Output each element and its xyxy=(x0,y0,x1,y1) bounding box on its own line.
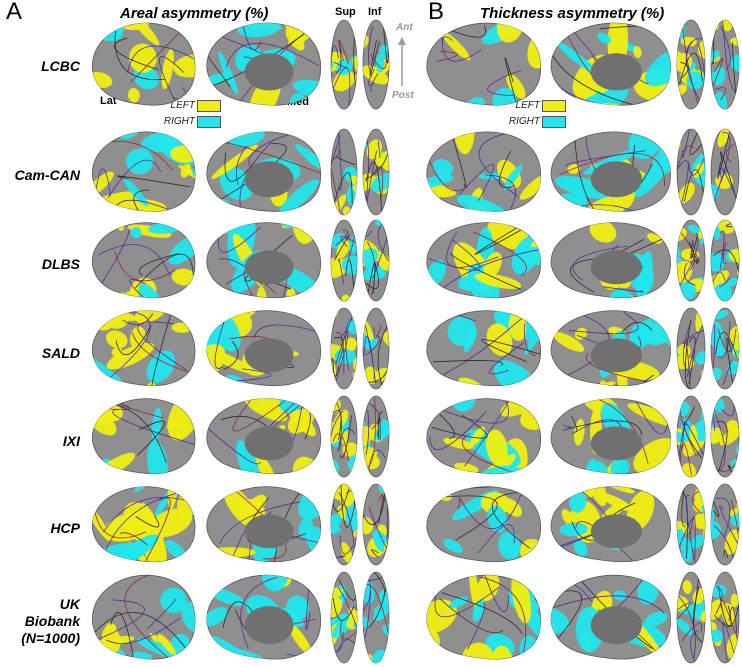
posterior-label: Post xyxy=(392,90,414,101)
brain-med-view-cam-can-thickness xyxy=(550,131,671,212)
brain-med-view-dlbs-areal xyxy=(206,222,322,299)
brain-dor-view-cam-can-thickness xyxy=(710,128,740,216)
brain-dor-view-ixi-thickness xyxy=(710,395,740,478)
brain-dor-view-sald-thickness xyxy=(676,307,706,390)
superior-view-label: Sup xyxy=(335,6,356,18)
brain-dor-view-lcbc-thickness xyxy=(710,19,740,110)
legend-b-left-swatch xyxy=(542,100,566,112)
brain-med-view-hcp-thickness xyxy=(550,486,671,563)
brain-lat-view-uk-biobank-n-1000--thickness xyxy=(426,574,542,660)
brain-lat-view-sald-areal xyxy=(91,310,196,387)
row-label-lcbc: LCBC xyxy=(41,58,80,74)
brain-lat-view-hcp-areal xyxy=(91,486,196,563)
brain-dor-view-ixi-thickness xyxy=(676,395,706,478)
brain-dor-view-hcp-thickness xyxy=(710,483,740,566)
legend-a-right-label: RIGHT xyxy=(163,116,195,127)
brain-dor-view-lcbc-areal xyxy=(362,19,390,110)
brain-lat-view-lcbc-thickness xyxy=(426,22,542,106)
brain-med-view-sald-thickness xyxy=(550,310,671,387)
brain-lat-view-dlbs-areal xyxy=(91,222,196,299)
brain-lat-view-lcbc-areal xyxy=(91,22,196,106)
brain-dor-view-dlbs-thickness xyxy=(710,219,740,302)
brain-med-view-dlbs-thickness xyxy=(550,222,671,299)
brain-med-view-ixi-thickness xyxy=(550,398,671,475)
brain-dor-view-cam-can-thickness xyxy=(676,128,706,216)
brain-med-view-cam-can-areal xyxy=(206,131,322,212)
inferior-view-label: Inf xyxy=(368,6,382,18)
row-label-ixi: IXI xyxy=(62,433,80,449)
brain-med-view-uk-biobank-n-1000--thickness xyxy=(550,574,671,660)
legend-a-left-swatch xyxy=(197,100,221,112)
legend-b-right-label: RIGHT xyxy=(508,116,540,127)
brain-lat-view-hcp-thickness xyxy=(426,486,542,563)
brain-dor-view-uk-biobank-n-1000--thickness xyxy=(676,571,706,664)
panel-b-title: Thickness asymmetry (%) xyxy=(480,5,665,22)
brain-dor-view-sald-areal xyxy=(330,307,358,390)
brain-med-view-ixi-areal xyxy=(206,398,322,475)
legend-a-right-swatch xyxy=(197,116,221,128)
orientation-arrow xyxy=(398,37,406,86)
panel-a-letter: A xyxy=(6,0,23,25)
anterior-label: Ant xyxy=(396,22,413,33)
brain-dor-view-uk-biobank-n-1000--thickness xyxy=(710,571,740,664)
brain-dor-view-dlbs-areal xyxy=(330,219,358,302)
brain-dor-view-cam-can-areal xyxy=(330,128,358,216)
brain-lat-view-sald-thickness xyxy=(426,310,542,387)
brain-lat-view-dlbs-thickness xyxy=(426,222,542,299)
row-label-camcan: Cam-CAN xyxy=(14,167,80,183)
row-label-ukbiobank: UK Biobank (N=1000) xyxy=(21,596,80,646)
brain-dor-view-dlbs-areal xyxy=(362,219,390,302)
legend-b-right-swatch xyxy=(542,116,566,128)
brain-dor-view-cam-can-areal xyxy=(362,128,390,216)
brain-dor-view-lcbc-thickness xyxy=(676,19,706,110)
brain-dor-view-hcp-areal xyxy=(362,483,390,566)
brain-med-view-uk-biobank-n-1000--areal xyxy=(206,574,322,660)
brain-dor-view-sald-areal xyxy=(362,307,390,390)
brain-dor-view-lcbc-areal xyxy=(330,19,358,110)
brain-med-view-sald-areal xyxy=(206,310,322,387)
lateral-view-label: Lat xyxy=(100,95,117,107)
row-label-hcp: HCP xyxy=(50,520,80,536)
brain-dor-view-ixi-areal xyxy=(330,395,358,478)
brain-med-view-lcbc-thickness xyxy=(550,22,671,106)
brain-lat-view-ixi-areal xyxy=(91,398,196,475)
brain-dor-view-uk-biobank-n-1000--areal xyxy=(362,571,390,664)
brain-med-view-hcp-areal xyxy=(206,486,322,563)
brain-lat-view-ixi-thickness xyxy=(426,398,542,475)
brain-lat-view-uk-biobank-n-1000--areal xyxy=(91,574,196,660)
row-label-sald: SALD xyxy=(41,345,80,361)
brain-lat-view-cam-can-thickness xyxy=(426,131,542,212)
brain-dor-view-hcp-thickness xyxy=(676,483,706,566)
panel-a-title: Areal asymmetry (%) xyxy=(120,5,269,22)
brain-lat-view-cam-can-areal xyxy=(91,131,196,212)
brain-dor-view-uk-biobank-n-1000--areal xyxy=(330,571,358,664)
brain-dor-view-ixi-areal xyxy=(362,395,390,478)
legend-a-left-label: LEFT xyxy=(170,100,195,111)
legend-b-left-label: LEFT xyxy=(515,100,540,111)
brain-dor-view-hcp-areal xyxy=(330,483,358,566)
brain-dor-view-dlbs-thickness xyxy=(676,219,706,302)
panel-b-letter: B xyxy=(428,0,445,25)
brain-med-view-lcbc-areal xyxy=(206,22,322,106)
brain-dor-view-sald-thickness xyxy=(710,307,740,390)
row-label-dlbs: DLBS xyxy=(41,256,80,272)
